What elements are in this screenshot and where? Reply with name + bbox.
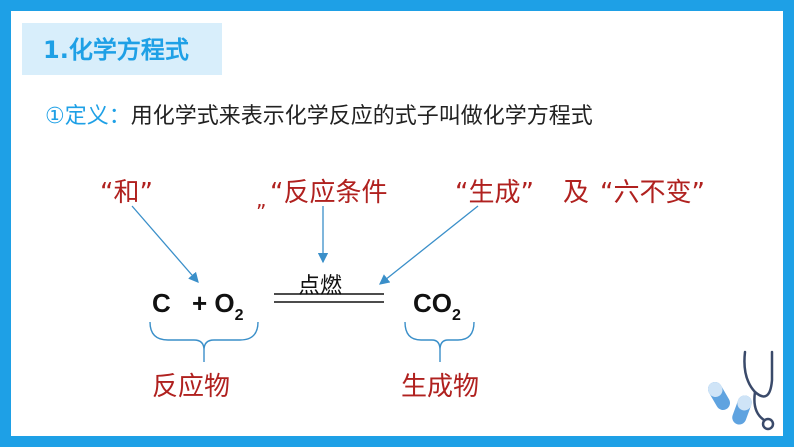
co2-symbol: CO	[413, 288, 452, 318]
annotation-ji: 及	[563, 178, 590, 208]
definition: ①定义：用化学式来表示化学反应的式子叫做化学方程式	[45, 98, 593, 130]
reaction-condition: 点燃	[298, 274, 343, 299]
annotation-he: “和”	[100, 178, 153, 208]
stethoscope-icon	[743, 350, 775, 431]
title-bar	[22, 23, 222, 75]
pill-icon	[708, 382, 752, 425]
page-title: 1.化学方程式	[43, 36, 189, 64]
reactant-oxygen: + O2	[192, 288, 244, 324]
arrow-generate-to-equals	[378, 205, 479, 285]
oxygen-symbol: + O	[192, 288, 235, 318]
content-card	[11, 11, 783, 436]
annotation-generate: “生成”	[455, 178, 534, 208]
reactant-brace	[149, 321, 259, 351]
label-reactant: 反应物	[152, 372, 231, 402]
arrow-he-to-plus	[131, 205, 199, 283]
co2-subscript: 2	[452, 307, 461, 324]
annotation-condition: “反应条件	[270, 178, 388, 208]
product-co2: CO2	[413, 288, 461, 324]
product-brace	[404, 321, 475, 351]
oxygen-subscript: 2	[234, 307, 244, 324]
label-product: 生成物	[401, 372, 480, 402]
definition-label: ①定义：	[45, 104, 131, 129]
definition-text: 用化学式来表示化学反应的式子叫做化学方程式	[130, 104, 593, 129]
reactant-carbon: C	[152, 288, 171, 318]
annotation-condition-close-quote: ”	[256, 200, 267, 224]
annotation-six-unchanged: “六不变”	[600, 178, 705, 208]
